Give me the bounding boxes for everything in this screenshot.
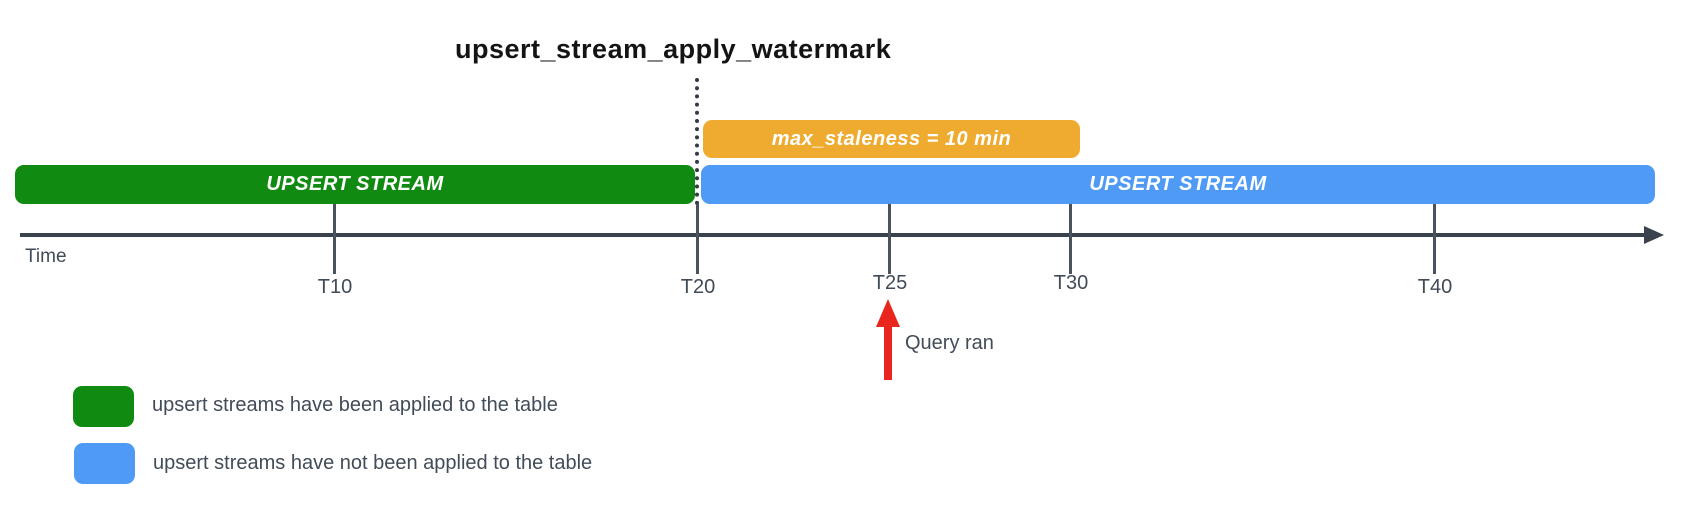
time-axis-line — [20, 233, 1646, 237]
max-staleness-bar-label: max_staleness = 10 min — [771, 127, 1012, 150]
legend-label-applied: upsert streams have been applied to the … — [152, 394, 558, 416]
upsert-stream-pending-bar: UPSERT STREAM — [701, 165, 1655, 204]
tick-line — [1433, 204, 1436, 274]
diagram-title: upsert_stream_apply_watermark — [455, 34, 892, 64]
tick-line — [888, 204, 891, 274]
tick-label: T30 — [1053, 272, 1089, 294]
legend-swatch-pending — [74, 443, 135, 484]
legend-swatch-applied — [73, 386, 134, 427]
legend-label-pending: upsert streams have not been applied to … — [153, 452, 593, 474]
time-axis-label: Time — [25, 246, 67, 267]
tick-label: T20 — [680, 276, 716, 298]
upsert-stream-pending-bar-label: UPSERT STREAM — [1089, 173, 1267, 195]
watermark-dotted-line — [695, 78, 699, 205]
tick-line — [333, 204, 336, 274]
tick-label: T25 — [872, 272, 908, 294]
query-ran-arrow-shaft — [884, 325, 892, 380]
query-ran-arrow-icon — [876, 299, 900, 327]
tick-line — [696, 204, 699, 274]
upsert-stream-applied-bar: UPSERT STREAM — [15, 165, 695, 204]
query-ran-label: Query ran — [905, 332, 994, 354]
time-axis-arrowhead-icon — [1644, 226, 1664, 244]
tick-label: T10 — [317, 276, 353, 298]
tick-label: T40 — [1417, 276, 1453, 298]
upsert-stream-applied-bar-label: UPSERT STREAM — [266, 173, 444, 195]
max-staleness-bar: max_staleness = 10 min — [703, 120, 1080, 158]
tick-line — [1069, 204, 1072, 274]
